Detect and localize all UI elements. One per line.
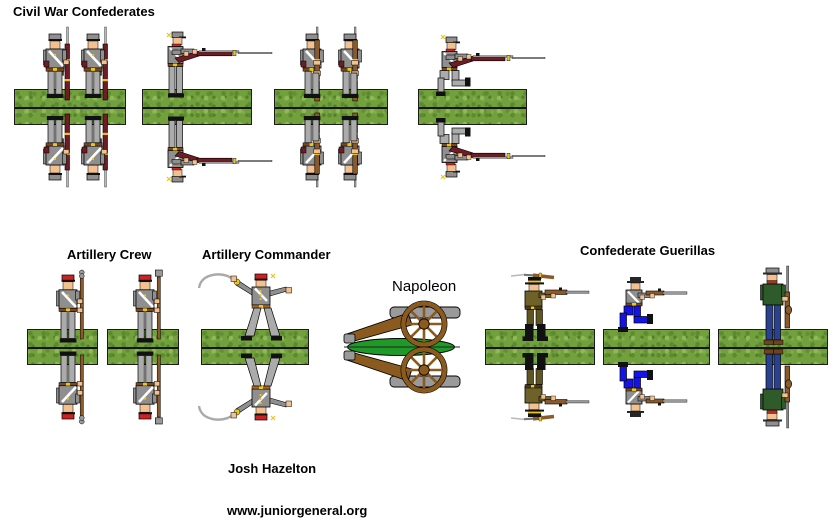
infantry-firing-figure	[165, 30, 274, 99]
website-credit: www.juniorgeneral.org	[227, 503, 368, 518]
guerilla-kneeling-firing-figure	[616, 275, 689, 334]
artillery-commander-figure	[197, 272, 293, 342]
confederate-guerillas-label: Confederate Guerillas	[580, 243, 716, 258]
napoleon-label: Napoleon	[392, 278, 457, 295]
figure-base	[718, 329, 828, 365]
artillery-crewman-rammer-figure	[128, 270, 168, 347]
guerilla-standing-rifle-figure	[760, 265, 793, 345]
unit-guerilla-kneeling-firing	[603, 268, 710, 427]
infantry-standing-figure	[80, 25, 110, 102]
unit-infantry-firing-kneeling	[418, 27, 547, 188]
guerilla-standing-firing-figure-reflection	[509, 351, 591, 423]
unit-artillery-crew	[27, 270, 179, 425]
figure-base	[201, 329, 309, 365]
infantry-musket-figure-reflection	[337, 111, 363, 189]
infantry-firing-figure-reflection	[165, 115, 274, 184]
sheet-title: Civil War Confederates	[13, 4, 155, 19]
figure-base	[142, 89, 252, 125]
unit-napoleon-cannon	[344, 300, 460, 394]
guerilla-standing-rifle-figure-reflection	[760, 349, 793, 429]
infantry-standing-figure-reflection	[80, 112, 110, 189]
guerilla-standing-firing-figure	[509, 271, 591, 343]
figure-base	[603, 329, 710, 365]
unit-artillery-commander	[190, 272, 315, 422]
infantry-musket-figure-reflection	[299, 111, 325, 189]
artillery-commander-label: Artillery Commander	[202, 247, 331, 262]
infantry-kneeling-figure-reflection	[434, 116, 547, 181]
figure-base	[274, 89, 388, 125]
unit-infantry-standing-pair	[14, 25, 126, 189]
guerilla-kneeling-firing-figure-reflection	[616, 360, 689, 419]
unit-guerilla-standing-rifle	[718, 265, 828, 429]
infantry-musket-figure	[299, 25, 325, 103]
infantry-musket-figure	[337, 25, 363, 103]
unit-guerilla-standing-firing	[485, 268, 595, 427]
infantry-standing-figure-reflection	[42, 112, 72, 189]
artillery-crewman-worm-figure	[51, 270, 91, 347]
artillery-crew-label: Artillery Crew	[67, 247, 152, 262]
infantry-kneeling-figure	[434, 33, 547, 98]
artillery-commander-figure-reflection	[197, 352, 293, 422]
artillery-crewman-worm-figure-reflection	[51, 347, 91, 424]
unit-infantry-firing-standing	[142, 27, 274, 188]
artillery-crewman-rammer-figure-reflection	[128, 347, 168, 424]
author-credit: Josh Hazelton	[228, 461, 317, 476]
infantry-standing-figure	[42, 25, 72, 102]
unit-infantry-at-ready-pair	[274, 25, 388, 189]
napoleon-cannon-figure	[344, 300, 460, 394]
